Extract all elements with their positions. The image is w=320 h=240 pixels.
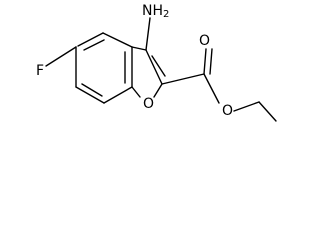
fluorine-label: F <box>36 63 44 79</box>
benzene-ring <box>75 32 133 104</box>
bond-c4-c5-inner <box>83 39 105 51</box>
bond-c3a-c3 <box>131 46 147 51</box>
bond-c3-c2-inner <box>151 55 166 77</box>
amino-label-subscript: 2 <box>163 9 169 20</box>
svg-text:NH2: NH2 <box>142 3 169 20</box>
bond-ch2-ch3 <box>258 101 277 122</box>
bond-c7-c6 <box>75 86 105 104</box>
molecule-structure: NH2 F O O O <box>36 3 277 122</box>
bond-c5-f <box>45 46 77 67</box>
bond-ester-o-ch2 <box>233 101 260 112</box>
bond-carbonyl-o <box>203 48 207 75</box>
bond-carbonyl-ester-o <box>203 73 220 104</box>
bond-c3-c2 <box>145 49 163 85</box>
bond-c4-c5 <box>77 32 104 47</box>
bond-c3-n <box>145 17 151 51</box>
bond-c7a-c7 <box>103 86 133 104</box>
amino-label: NH2 <box>142 3 169 20</box>
furan-ring <box>131 46 166 98</box>
bond-carbonyl-o-inner <box>209 48 213 75</box>
ring-oxygen-label: O <box>143 96 154 112</box>
amino-label-main: NH <box>142 3 163 19</box>
bond-c2-o1 <box>153 83 163 98</box>
bond-c3a-c4 <box>102 32 133 48</box>
bond-c7-c6-inner <box>81 83 103 97</box>
bond-c2-carbonyl <box>161 73 205 85</box>
carbonyl-oxygen-label: O <box>199 33 210 49</box>
bond-o1-c7a <box>131 86 141 98</box>
ester-oxygen-label: O <box>222 103 233 119</box>
